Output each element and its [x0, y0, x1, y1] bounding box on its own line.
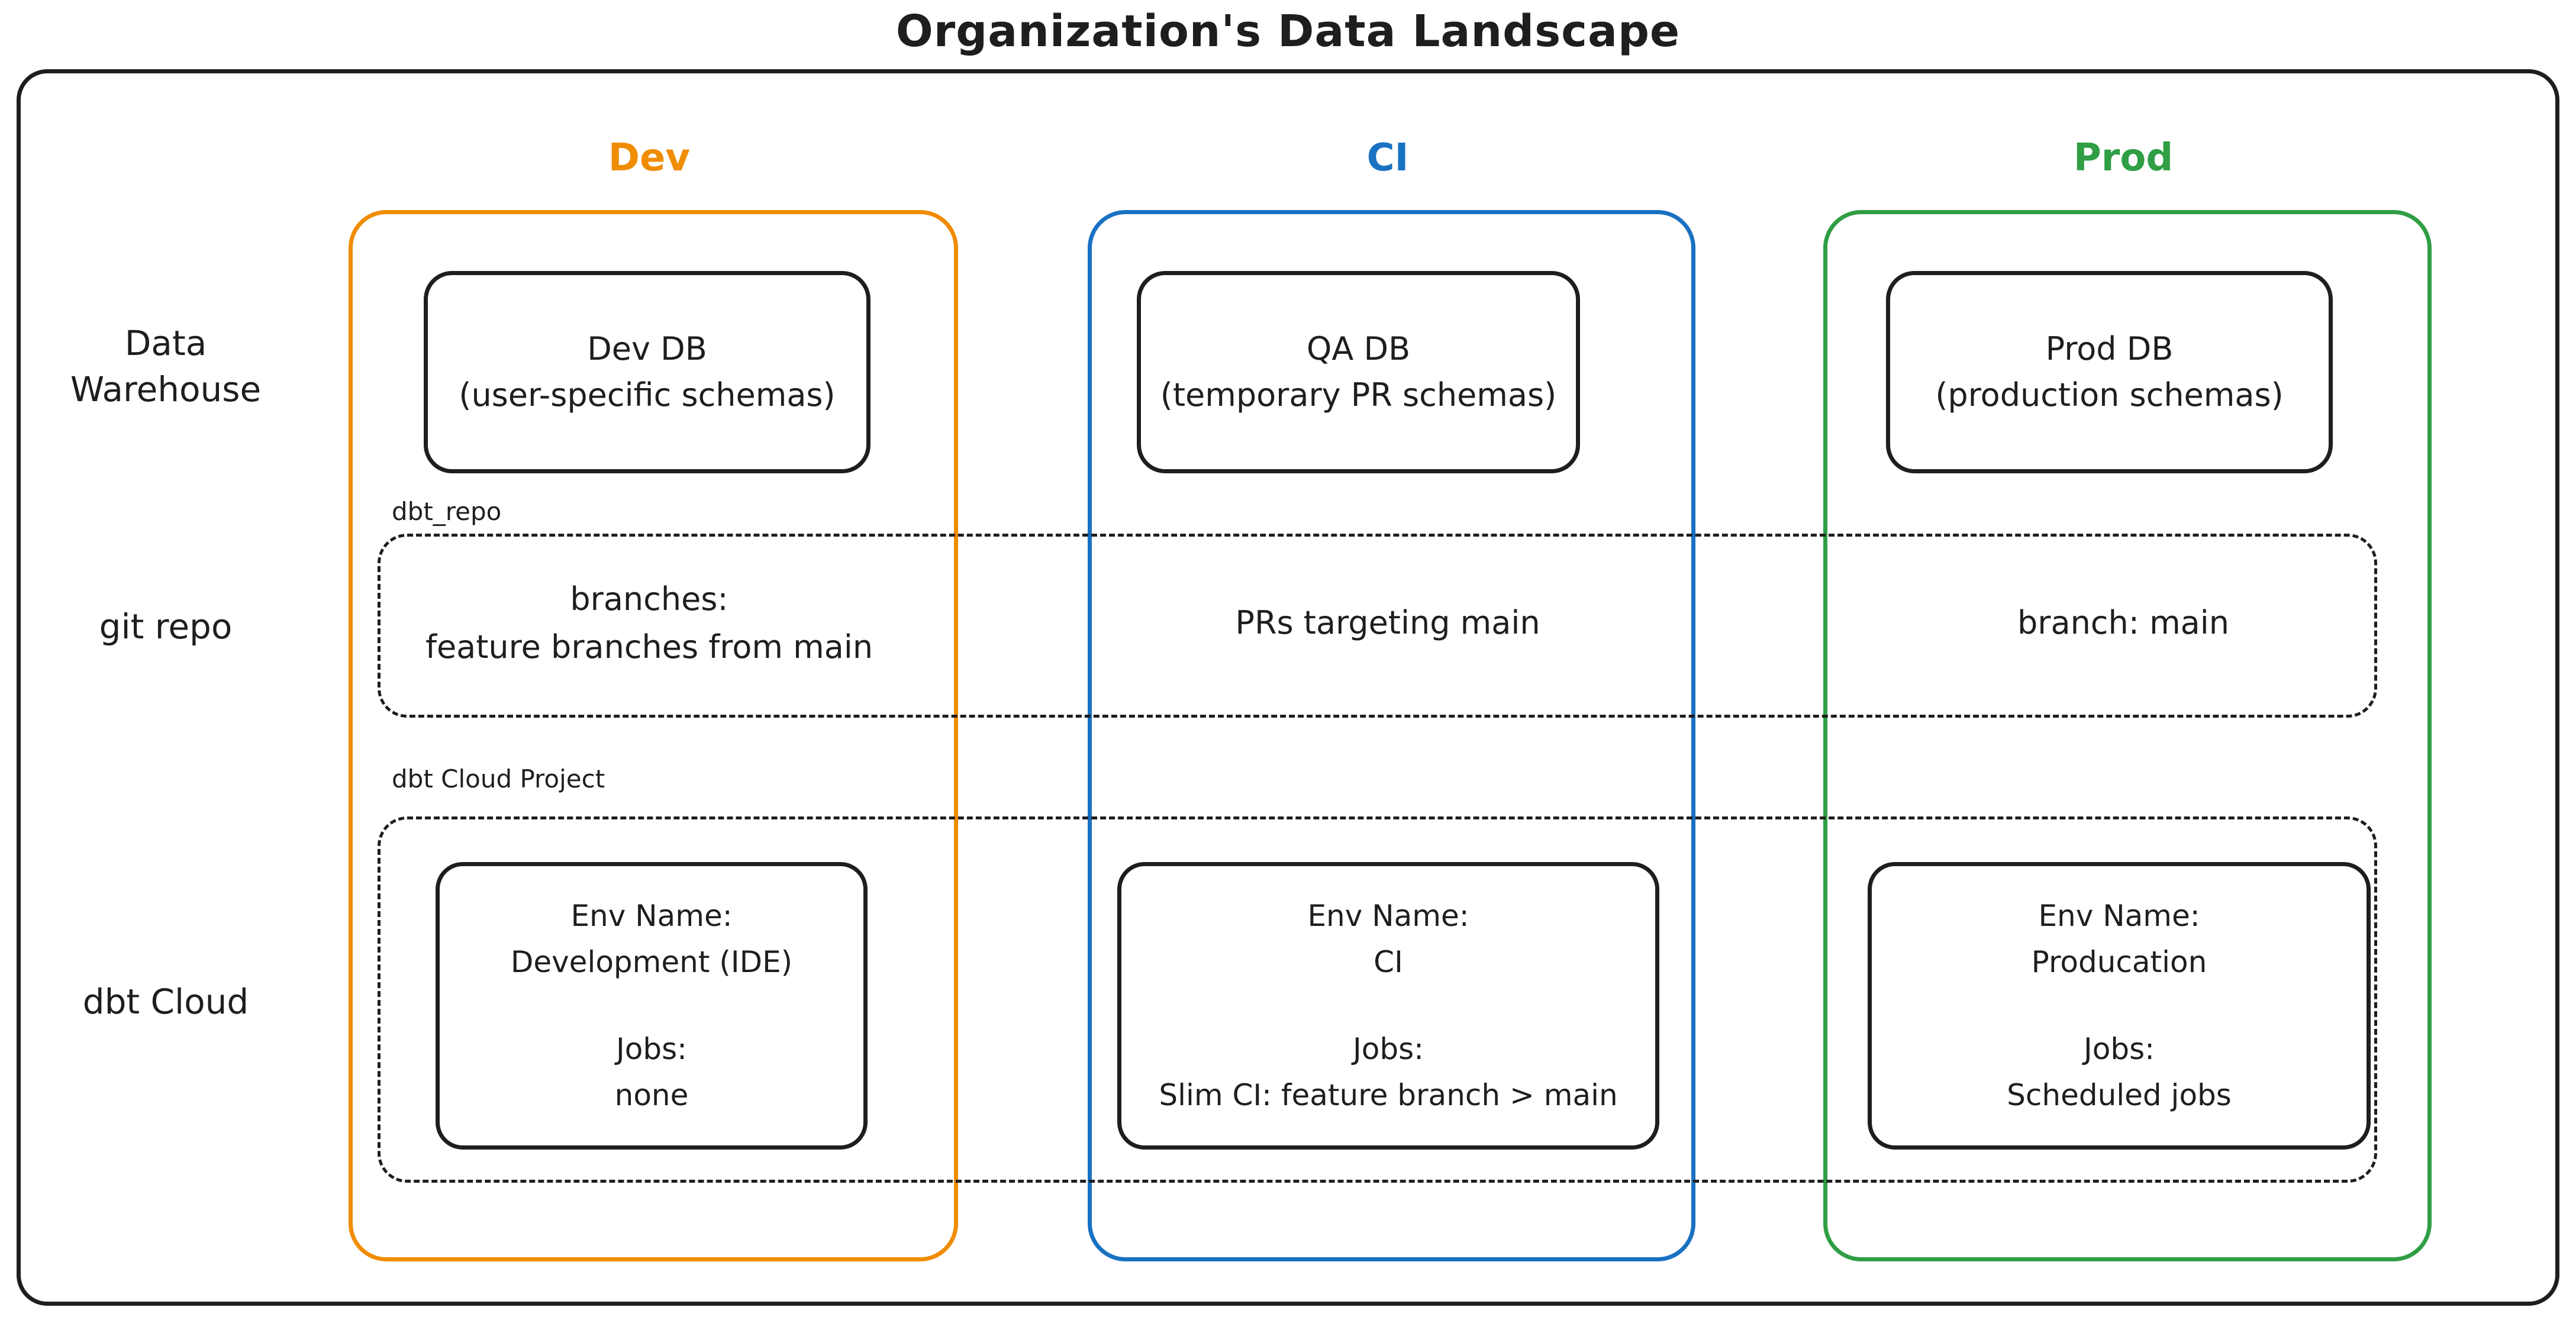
dbt-project-group-label: dbt Cloud Project — [392, 764, 605, 793]
git-line: feature branches from main — [425, 628, 873, 666]
db-detail: (production schemas) — [1935, 376, 2284, 414]
row-label-git-repo: git repo — [99, 606, 233, 647]
git-cell-dev: branches: feature branches from main — [353, 534, 945, 712]
git-repo-group-label: dbt_repo — [392, 497, 502, 526]
git-repo-dashed-box — [378, 534, 2377, 718]
jobs-value: Scheduled jobs — [2007, 1077, 2232, 1112]
db-name: Dev DB — [587, 330, 707, 367]
column-box-ci — [1088, 210, 1695, 1261]
env-name-label: Env Name: — [2038, 899, 2200, 933]
db-detail: (user-specific schemas) — [459, 376, 836, 414]
jobs-value: none — [614, 1077, 689, 1112]
jobs-value: Slim CI: feature branch > main — [1159, 1077, 1618, 1112]
outer-frame — [17, 69, 2559, 1306]
db-box-dev: Dev DB (user-specific schemas) — [424, 271, 871, 473]
env-name-label: Env Name: — [570, 899, 733, 933]
dbt-project-dashed-box — [378, 816, 2377, 1183]
column-box-prod — [1823, 210, 2432, 1261]
column-box-dev — [349, 210, 958, 1261]
diagram-title: Organization's Data Landscape — [895, 6, 1681, 57]
git-line: branches: — [570, 580, 728, 618]
jobs-label: Jobs: — [1353, 1032, 1424, 1066]
env-name-label: Env Name: — [1307, 899, 1469, 933]
env-name-value: Producation — [2031, 944, 2207, 979]
env-name-value: CI — [1374, 944, 1403, 979]
db-box-prod: Prod DB (production schemas) — [1886, 271, 2333, 473]
dbt-env-box-ci: Env Name: CI Jobs: Slim CI: feature bran… — [1117, 862, 1659, 1150]
row-label-data-warehouse: Data Warehouse — [70, 323, 262, 409]
column-header-prod: Prod — [2073, 136, 2174, 180]
jobs-label: Jobs: — [2084, 1032, 2155, 1066]
jobs-label: Jobs: — [616, 1032, 687, 1066]
git-line: branch: main — [2017, 604, 2229, 641]
db-box-qa: QA DB (temporary PR schemas) — [1137, 271, 1580, 473]
column-header-ci: CI — [1366, 136, 1409, 180]
dbt-env-box-dev: Env Name: Development (IDE) Jobs: none — [436, 862, 868, 1150]
db-name: QA DB — [1306, 330, 1411, 367]
env-name-value: Development (IDE) — [510, 944, 793, 979]
row-label-dbt-cloud: dbt Cloud — [82, 982, 249, 1022]
git-line: PRs targeting main — [1235, 604, 1540, 641]
column-header-dev: Dev — [608, 136, 691, 180]
db-detail: (temporary PR schemas) — [1160, 376, 1557, 414]
dbt-env-box-prod: Env Name: Producation Jobs: Scheduled jo… — [1868, 862, 2371, 1150]
git-cell-prod: branch: main — [1827, 534, 2419, 712]
db-name: Prod DB — [2045, 330, 2174, 367]
git-cell-ci: PRs targeting main — [1092, 534, 1684, 712]
